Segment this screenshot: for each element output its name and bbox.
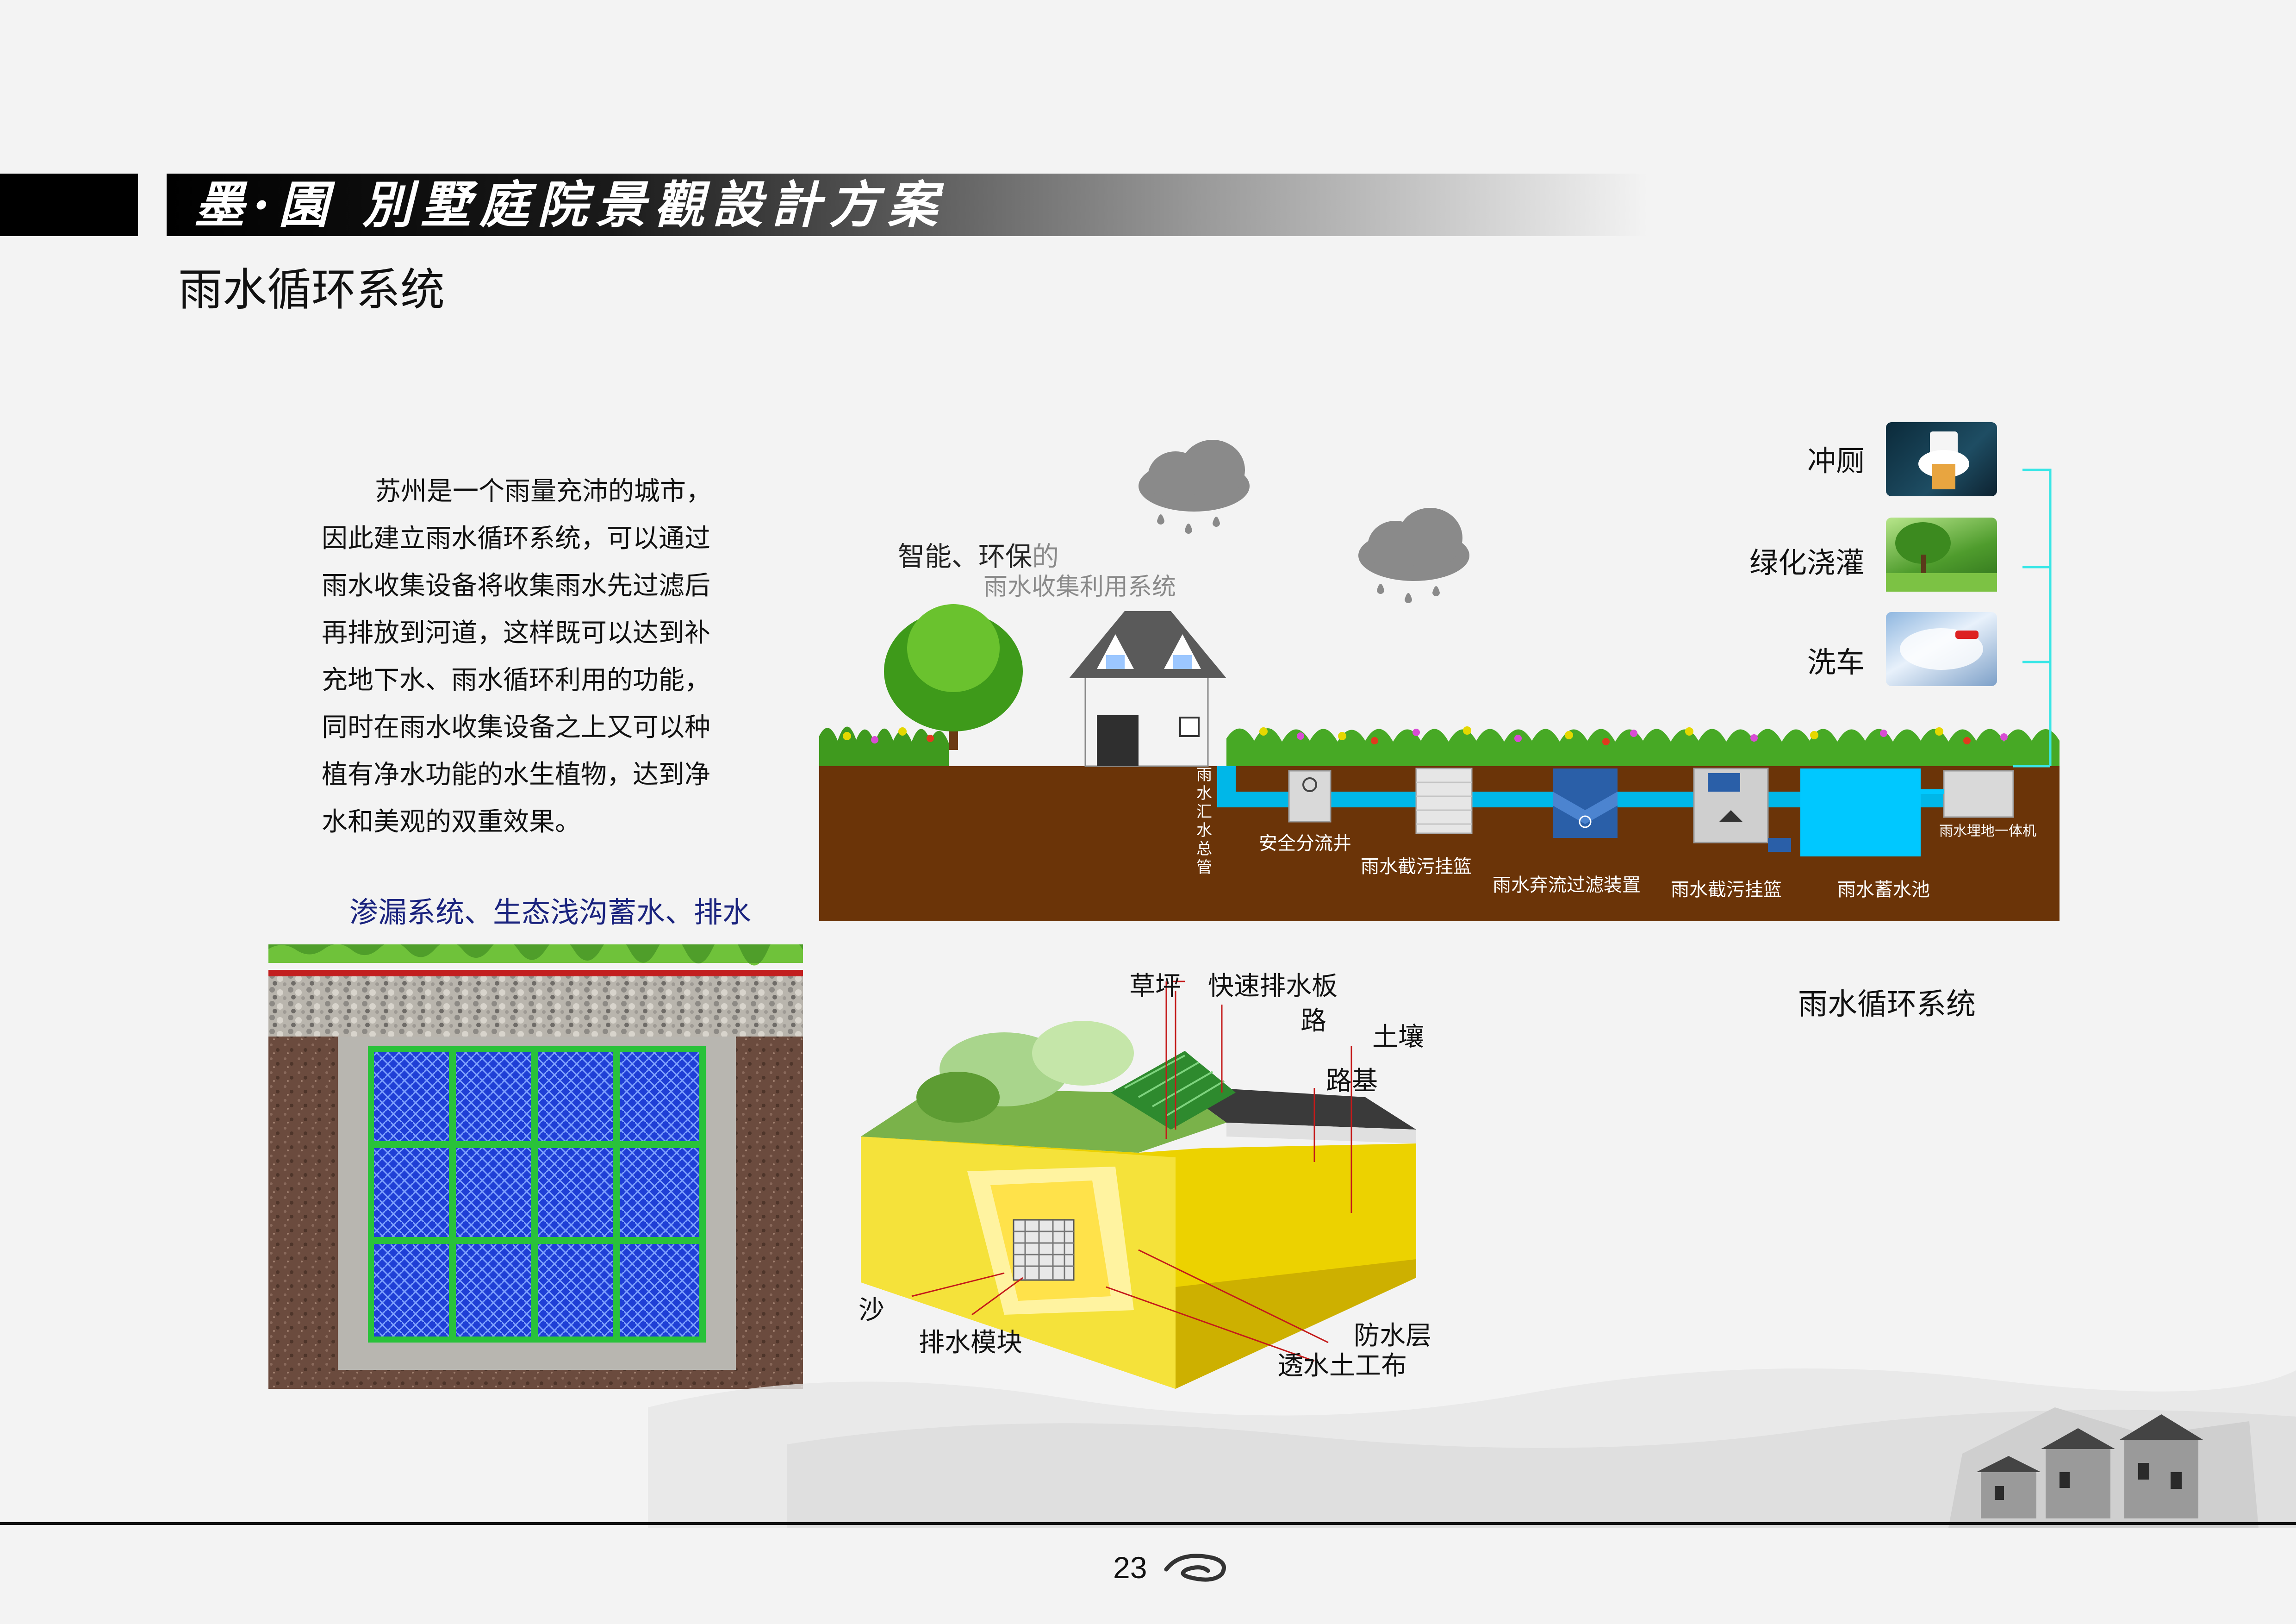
intro-line: 充地下水、雨水循环利用的功能， [322, 665, 710, 694]
header-title: 墨·園 別墅庭院景觀設計方案 [194, 176, 946, 234]
label-lawn: 草坪 [1129, 971, 1181, 1000]
intro-line: 再排放到河道，这样既可以达到补 [322, 618, 710, 647]
label-safety-well: 安全分流井 [1259, 833, 1351, 854]
intro-paragraph: 苏州是一个雨量充沛的城市， 因此建立雨水循环系统，可以通过 雨水收集设备将收集雨… [322, 468, 738, 845]
page-number: 23 [1113, 1550, 1147, 1585]
header-black-bar [0, 174, 138, 236]
drainage-section-illustration [861, 981, 1416, 1389]
intro-line: 苏州是一个雨量充沛的城市， [375, 476, 712, 506]
rain-system-caption: 雨水循环系统 [1798, 987, 1976, 1021]
rain-system-illustration: 雨 水 汇 水 总 管 安全分流井 雨水截污挂篮 雨水弃流过滤装置 雨水截污挂篮… [819, 440, 2060, 921]
pipe-label-char: 汇 [1196, 803, 1212, 821]
label-drainage-module: 排水模块 [919, 1328, 1022, 1357]
logo-swirl-icon [1164, 1554, 1226, 1582]
label-filter: 雨水弃流过滤装置 [1493, 875, 1641, 895]
smart-system-sublabel: 雨水收集利用系统 [983, 574, 1176, 600]
label-soil: 土壤 [1372, 1022, 1424, 1051]
use-carwash-label: 洗车 [1807, 647, 1865, 679]
infiltration-section-illustration [268, 944, 803, 1389]
smart-system-label: 智能、环保的 [898, 535, 1059, 574]
pipe-label-char: 管 [1196, 859, 1212, 876]
use-toilet-label: 冲厕 [1807, 445, 1865, 477]
label-basket-1: 雨水截污挂篮 [1361, 856, 1472, 877]
label-basket-2: 雨水截污挂篮 [1671, 880, 1782, 900]
label-subgrade: 路基 [1326, 1066, 1378, 1095]
greening-photo [1886, 518, 1997, 592]
village-decoration [1948, 1407, 2259, 1528]
label-road: 路 [1300, 1006, 1326, 1035]
label-geotextile: 透水土工布 [1277, 1351, 1407, 1380]
label-machine: 雨水埋地一体机 [1939, 824, 2036, 839]
pipe-label-char: 水 [1196, 785, 1212, 802]
intro-line: 植有净水功能的水生植物，达到净 [322, 760, 710, 789]
footer-divider [0, 1522, 2296, 1525]
label-waterproof-layer: 防水层 [1354, 1321, 1431, 1350]
infiltration-caption: 渗漏系统、生态浅沟蓄水、排水 [349, 897, 752, 929]
toilet-photo [1886, 422, 1997, 496]
intro-line: 因此建立雨水循环系统，可以通过 [322, 524, 710, 553]
mist-background [648, 1368, 2296, 1528]
use-greening-label: 绿化浇灌 [1749, 547, 1865, 579]
intro-line: 同时在雨水收集设备之上又可以种 [322, 712, 710, 742]
carwash-photo [1886, 612, 1997, 686]
pipe-label-char: 水 [1196, 822, 1212, 839]
label-drainage-board: 快速排水板 [1208, 971, 1338, 1000]
intro-line: 雨水收集设备将收集雨水先过滤后 [322, 571, 710, 600]
label-sand: 沙 [859, 1295, 884, 1324]
pipe-label-char: 总 [1196, 840, 1212, 858]
label-tank: 雨水蓄水池 [1837, 880, 1930, 900]
smart-system-label-b: 的 [1032, 542, 1059, 572]
smart-system-label-a: 智能、环保 [898, 542, 1033, 572]
intro-line: 水和美观的双重效果。 [322, 807, 581, 836]
header-gradient-bar [167, 174, 1648, 236]
page-title: 雨水循环系统 [178, 265, 445, 315]
pipe-label-char: 雨 [1196, 766, 1212, 784]
